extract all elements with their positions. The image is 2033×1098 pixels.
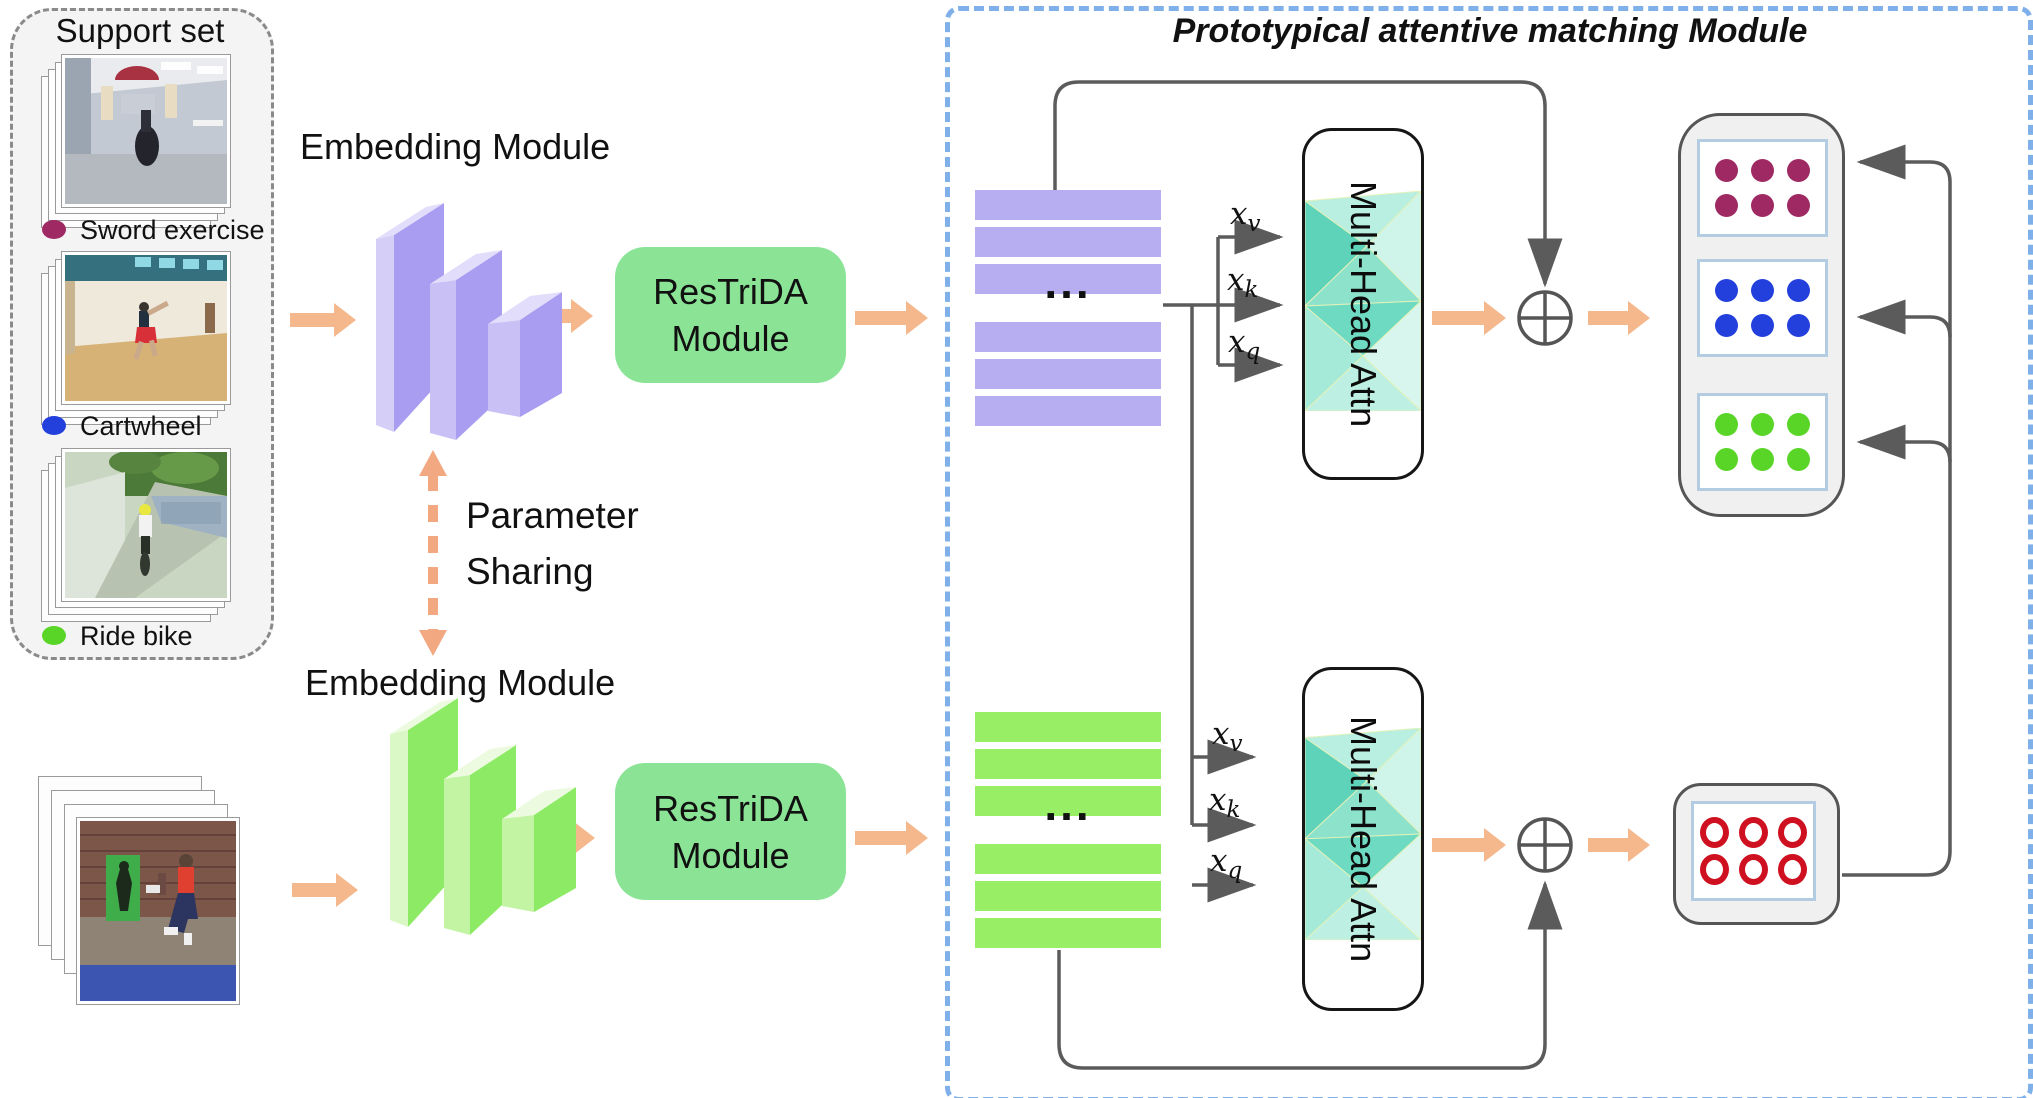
xv-label-top: xv <box>1230 196 1261 238</box>
xq-label-top: xq <box>1228 324 1261 366</box>
prototype-dot <box>1715 279 1738 302</box>
prototype-dot <box>1715 194 1738 217</box>
query-feature-container <box>1673 783 1840 925</box>
prototype-dot <box>1787 279 1810 302</box>
query-to-prototype-line <box>1842 144 1952 877</box>
feature-bar-segment <box>975 881 1161 911</box>
prototype-dot <box>1751 448 1774 471</box>
restrida-module-top: ResTriDA Module <box>615 247 846 383</box>
query-ring <box>1700 854 1729 885</box>
support-set-title: Support set <box>55 12 225 49</box>
class-label-ride-bike: Ride bike <box>80 621 193 651</box>
class-label-cartwheel: Cartwheel <box>80 411 202 441</box>
restrida-module-bottom: ResTriDA Module <box>615 763 846 900</box>
attention-pattern <box>1305 728 1421 940</box>
prototype-dot <box>1787 159 1810 182</box>
video-frame <box>61 54 231 208</box>
prototype-dot <box>1715 413 1738 436</box>
query-ring <box>1739 817 1768 848</box>
query-bars-ellipsis: ... <box>1044 778 1092 830</box>
prototype-dot <box>1715 159 1738 182</box>
prototype-box-ridebike <box>1697 393 1828 491</box>
parameter-sharing-arrow <box>419 450 447 656</box>
feature-bar-segment <box>975 749 1161 779</box>
multi-head-attn-bottom: Multi-Head Attn <box>1302 667 1424 1011</box>
restrida-top-line2: Module <box>671 318 790 359</box>
restrida-bottom-line1: ResTriDA <box>653 787 808 829</box>
embedding-module-bottom-label: Embedding Module <box>305 662 616 703</box>
prototype-box-sword <box>1697 139 1828 237</box>
query-feature-box <box>1691 801 1816 901</box>
prototype-box-cartwheel <box>1697 259 1828 357</box>
arrow-support-to-embed <box>290 303 356 337</box>
prototype-container <box>1678 113 1845 517</box>
video-frame <box>76 817 240 1005</box>
feature-bar-segment <box>975 918 1161 948</box>
xk-label-top: xk <box>1227 262 1259 304</box>
xq-label-bottom: xq <box>1210 843 1243 885</box>
multi-head-attn-top-label: Multi-Head Attn <box>1343 180 1384 428</box>
prototype-dot <box>1751 413 1774 436</box>
feature-bar-segment <box>975 844 1161 874</box>
residual-loop-bottom <box>1057 880 1563 1070</box>
prototype-dot <box>1715 448 1738 471</box>
class-label-sword-exercise: Sword exercise <box>80 215 265 245</box>
embedding-module-top-label: Embedding Module <box>300 126 611 167</box>
class-dot-cartwheel <box>42 416 66 435</box>
support-bars-ellipsis: ... <box>1044 256 1092 308</box>
prototype-dot <box>1715 314 1738 337</box>
prototype-dot <box>1787 413 1810 436</box>
query-ring <box>1739 854 1768 885</box>
query-ring <box>1778 854 1807 885</box>
prototype-dot <box>1787 448 1810 471</box>
xk-label-bottom: xk <box>1209 782 1241 824</box>
arrow-sum-bottom-to-querybox <box>1588 828 1650 862</box>
prototype-dot <box>1751 314 1774 337</box>
prototype-dot <box>1751 194 1774 217</box>
video-frame <box>61 251 231 405</box>
multi-head-attn-bottom-label: Multi-Head Attn <box>1343 715 1384 963</box>
embedding-blocks-bottom <box>390 698 576 935</box>
class-dot-ride-bike <box>42 626 66 645</box>
feature-bar-segment <box>975 712 1161 742</box>
connector-lines <box>1053 80 1952 1070</box>
feature-bar-segment <box>975 359 1161 389</box>
query-ring <box>1778 817 1807 848</box>
arrow-query-to-embed <box>292 873 358 907</box>
circle-plus-icon-bottom <box>1517 817 1573 873</box>
prototype-dot <box>1787 314 1810 337</box>
query-ring <box>1700 817 1729 848</box>
xv-label-bottom: xv <box>1212 716 1243 758</box>
residual-loop-top <box>1053 80 1563 288</box>
prototype-dot <box>1751 279 1774 302</box>
feature-bar-segment <box>975 190 1161 220</box>
restrida-top-line1: ResTriDA <box>653 271 808 312</box>
prototype-dot <box>1787 194 1810 217</box>
arrow-sum-top-to-prototypes <box>1588 301 1650 335</box>
feature-bar-segment <box>975 322 1161 352</box>
restrida-bottom-line2: Module <box>671 834 790 876</box>
prototypical-matching-title: Prototypical attentive matching Module <box>1172 12 1808 50</box>
parameter-sharing-label: Parameter Sharing <box>466 495 639 592</box>
arrow-attn-top-to-sum <box>1432 301 1506 335</box>
attention-pattern <box>1305 191 1421 411</box>
feature-bar-segment <box>975 786 1161 816</box>
prototype-dot <box>1751 159 1774 182</box>
feature-bar-segment <box>975 227 1161 257</box>
multi-head-attn-top: Multi-Head Attn <box>1302 128 1424 480</box>
circle-plus-icon-top <box>1517 290 1573 346</box>
arrow-attn-bottom-to-sum <box>1432 828 1506 862</box>
arrow-restrida-top-out <box>855 301 928 335</box>
feature-bar-segment <box>975 264 1161 294</box>
arrow-restrida-bottom-out <box>855 821 928 855</box>
embedding-blocks-top <box>376 203 562 440</box>
feature-bar-segment <box>975 396 1161 426</box>
class-dot-sword-exercise <box>42 220 66 239</box>
video-frame <box>61 448 231 602</box>
